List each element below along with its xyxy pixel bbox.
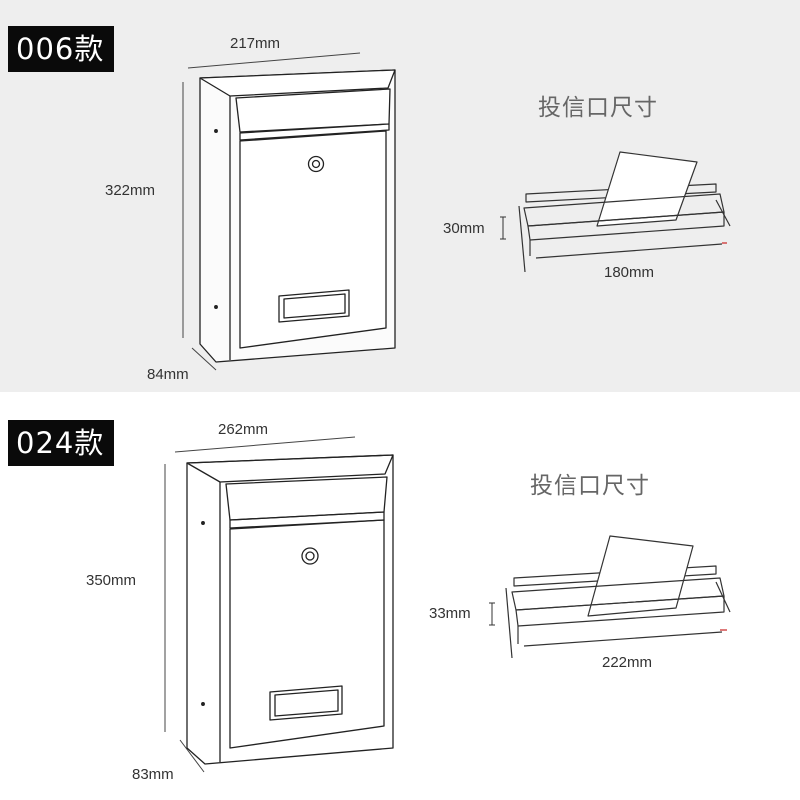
mail-slot-006-drawing: [0, 0, 800, 392]
height-label: 322mm: [105, 182, 156, 199]
slot-height-label: 33mm: [429, 605, 471, 622]
slot-width-label: 222mm: [602, 654, 653, 671]
width-label: 217mm: [230, 35, 281, 52]
model-badge: 024款: [8, 420, 115, 466]
mailbox-006-drawing: [0, 0, 800, 392]
depth-label: 83mm: [132, 766, 174, 783]
slot-width-label: 180mm: [604, 264, 655, 281]
model-badge: 006款: [8, 26, 115, 72]
slot-size-title: 投信口尺寸: [538, 95, 658, 121]
model-024-panel: 024款: [0, 392, 800, 800]
width-label: 262mm: [218, 421, 269, 438]
depth-label: 84mm: [147, 366, 189, 383]
slot-size-title: 投信口尺寸: [530, 473, 650, 499]
mail-slot-024-drawing: [0, 392, 800, 800]
model-006-panel: 006款: [0, 0, 800, 392]
slot-height-label: 30mm: [443, 220, 485, 237]
mailbox-024-drawing: [0, 392, 800, 800]
height-label: 350mm: [86, 572, 137, 589]
